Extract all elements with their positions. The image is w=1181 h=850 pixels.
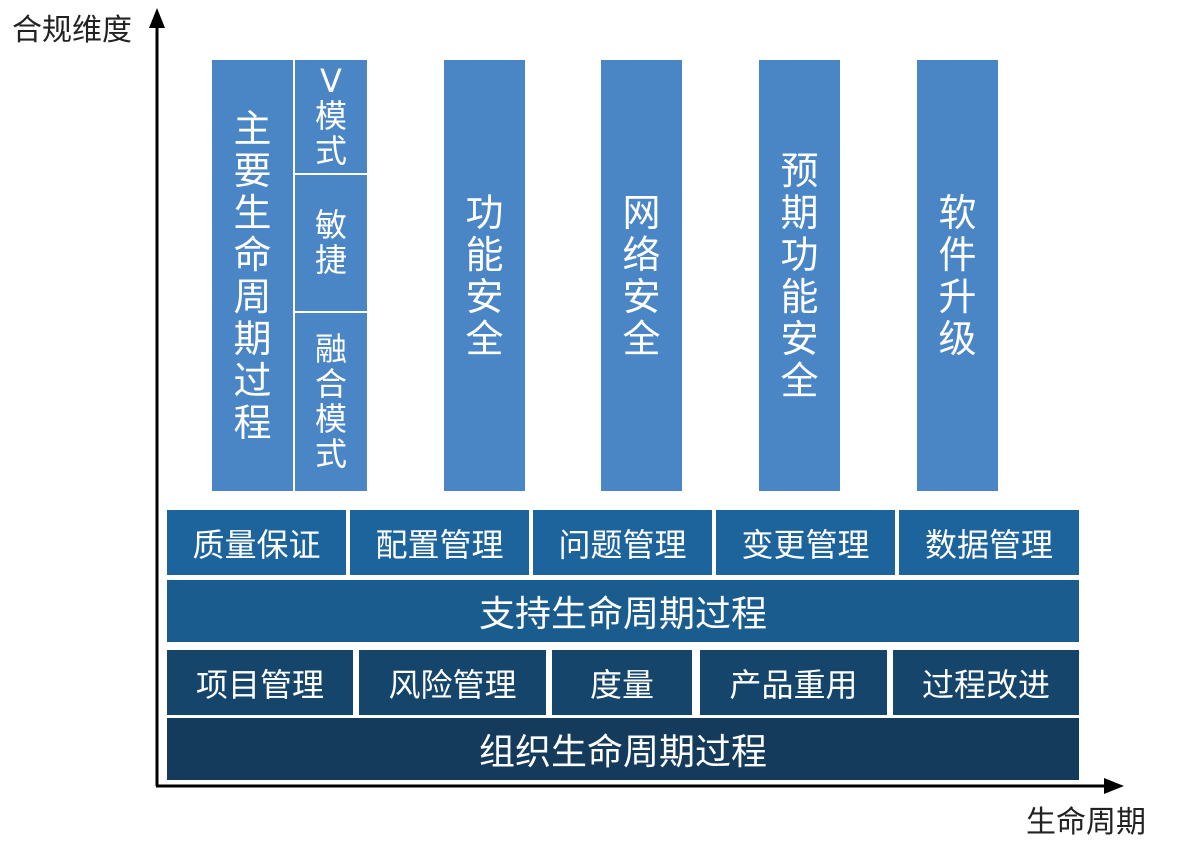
- support-configuration-management: 配置管理: [350, 510, 529, 575]
- support-data-management: 数据管理: [899, 510, 1079, 575]
- submodel-v-mode: V模式: [295, 60, 367, 173]
- column-label: 功能安全: [465, 190, 504, 361]
- support-problem-management: 问题管理: [533, 510, 712, 575]
- column-label: 预期功能安全: [780, 148, 819, 403]
- column-cybersecurity: 网络安全: [601, 60, 682, 491]
- org-product-reuse: 产品重用: [700, 650, 887, 715]
- column-label: 网络安全: [622, 190, 661, 361]
- y-axis-arrow-icon: [149, 8, 165, 28]
- support-quality-assurance: 质量保证: [167, 510, 346, 575]
- main-process-column: 主要生命周期过程: [212, 60, 293, 491]
- org-process-improvement: 过程改进: [893, 650, 1079, 715]
- submodel-label: V模式: [314, 62, 347, 170]
- submodel-hybrid: 融合模式: [295, 313, 367, 491]
- column-software-update: 软件升级: [917, 60, 998, 491]
- submodel-label: 敏捷: [314, 206, 347, 279]
- column-functional-safety: 功能安全: [444, 60, 525, 491]
- column-label: 软件升级: [938, 190, 977, 361]
- submodel-label: 融合模式: [314, 330, 347, 473]
- org-risk-management: 风险管理: [359, 650, 546, 715]
- main-process-label: 主要生命周期过程: [233, 106, 272, 445]
- support-lifecycle-band: 支持生命周期过程: [167, 580, 1079, 642]
- submodel-agile: 敏捷: [295, 175, 367, 311]
- x-axis-label: 生命周期: [1026, 805, 1146, 840]
- org-lifecycle-band: 组织生命周期过程: [167, 718, 1079, 780]
- column-sotif: 预期功能安全: [759, 60, 840, 491]
- support-change-management: 变更管理: [716, 510, 895, 575]
- org-measurement: 度量: [552, 650, 692, 715]
- x-axis-arrow-icon: [1104, 778, 1124, 794]
- y-axis-label: 合规维度: [12, 13, 132, 48]
- org-project-management: 项目管理: [167, 650, 353, 715]
